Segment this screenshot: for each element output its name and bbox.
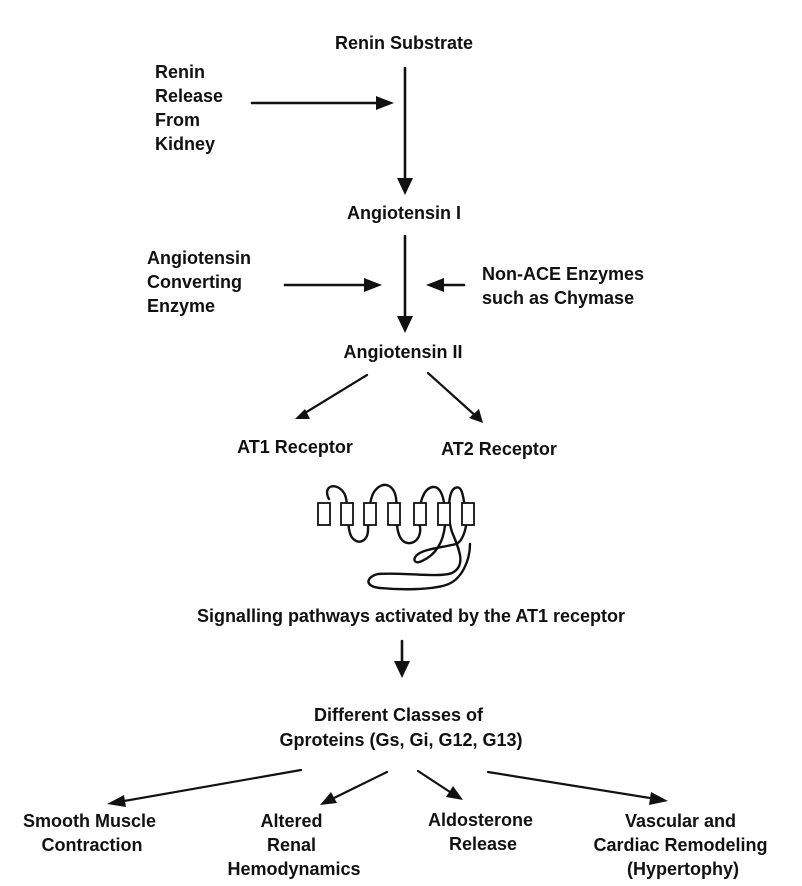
node-angiotensin-2: Angiotensin II — [344, 342, 463, 362]
arrow-to-at1 — [295, 373, 369, 419]
node-ace: Angiotensin Converting Enzyme — [147, 248, 256, 316]
arrow-to-at2 — [426, 371, 483, 423]
node-non-ace: Non-ACE Enzymes such as Chymase — [482, 264, 649, 308]
node-at1-receptor: AT1 Receptor — [237, 437, 353, 457]
node-smooth-muscle: Smooth Muscle Contraction — [23, 811, 161, 855]
node-altered-renal-line: Renal — [267, 835, 316, 855]
arrow-to-aldosterone — [416, 769, 463, 800]
node-altered-renal: Altered Renal Hemodynamics — [227, 811, 360, 879]
arrow-angiotensin-1-to-2 — [397, 234, 413, 333]
node-at2-receptor: AT2 Receptor — [441, 439, 557, 459]
node-altered-renal-line: Altered — [260, 811, 322, 831]
arrow-to-remodeling — [486, 770, 668, 805]
arrow-to-altered-renal — [320, 770, 389, 805]
arrow-non-ace — [426, 278, 466, 292]
node-ace-line: Angiotensin — [147, 248, 251, 268]
node-ace-line: Enzyme — [147, 296, 215, 316]
node-renin-substrate: Renin Substrate — [335, 33, 473, 53]
arrow-renin-release — [250, 96, 394, 110]
arrow-to-smooth-muscle — [107, 768, 303, 807]
arrow-signalling-to-gproteins — [394, 639, 410, 678]
arrow-ace — [283, 278, 382, 292]
node-aldosterone-line: Aldosterone — [428, 810, 533, 830]
node-smooth-muscle-line: Contraction — [42, 835, 143, 855]
node-renin-release-line: From — [155, 110, 200, 130]
node-non-ace-line: Non-ACE Enzymes — [482, 264, 644, 284]
node-remodeling-line: Vascular and — [625, 811, 736, 831]
node-gproteins-line: Different Classes of — [314, 705, 484, 725]
node-renin-release-line: Release — [155, 86, 223, 106]
node-remodeling-line: (Hypertophy) — [627, 859, 739, 879]
node-angiotensin-1: Angiotensin I — [347, 203, 461, 223]
node-gproteins-line: Gproteins (Gs, Gi, G12, G13) — [279, 730, 522, 750]
node-renin-release-line: Renin — [155, 62, 205, 82]
seven-transmembrane-receptor-icon — [317, 483, 475, 591]
node-gproteins: Different Classes of Gproteins (Gs, Gi, … — [279, 705, 522, 750]
node-aldosterone-line: Release — [449, 834, 517, 854]
node-smooth-muscle-line: Smooth Muscle — [23, 811, 156, 831]
node-renin-release-line: Kidney — [155, 134, 215, 154]
node-non-ace-line: such as Chymase — [482, 288, 634, 308]
node-ace-line: Converting — [147, 272, 242, 292]
node-altered-renal-line: Hemodynamics — [227, 859, 360, 879]
arrow-substrate-to-angiotensin-1 — [397, 66, 413, 195]
node-aldosterone: Aldosterone Release — [428, 810, 538, 854]
node-remodeling-line: Cardiac Remodeling — [593, 835, 767, 855]
node-renin-release: Renin Release From Kidney — [155, 62, 228, 154]
node-signalling: Signalling pathways activated by the AT1… — [197, 606, 625, 626]
node-remodeling: Vascular and Cardiac Remodeling (Hyperto… — [593, 811, 772, 879]
